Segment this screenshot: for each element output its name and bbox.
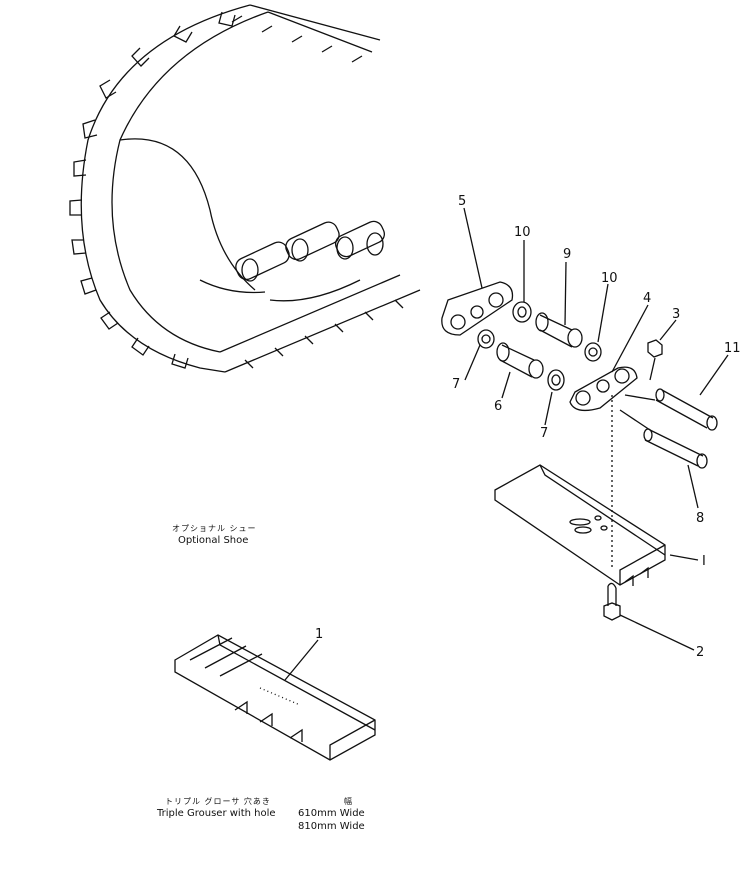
bushing-9: [535, 312, 583, 348]
shoe-plate-upper: [494, 464, 666, 586]
callout-10-left: 10: [514, 225, 531, 240]
seal-10-right: [584, 342, 602, 362]
bushing-6: [496, 342, 544, 379]
callout-6: 6: [494, 399, 503, 414]
optional-shoe-caption: Optional Shoe: [178, 535, 249, 546]
bolt-2: [603, 582, 621, 621]
track-assembly-illustration: [69, 4, 421, 373]
callout-4: 4: [643, 291, 652, 306]
triple-grouser-caption-jp: トリプル グローサ 穴あき: [165, 797, 271, 806]
triple-grouser-shoe: [174, 634, 376, 761]
callout-3: 3: [672, 307, 681, 322]
width-610-caption: 610mm Wide: [298, 808, 365, 819]
nut-3: [647, 339, 663, 358]
callout-7-left: 7: [452, 377, 461, 392]
callout-10-right: 10: [601, 271, 618, 286]
link-plate-4: [569, 366, 638, 412]
callout-2: 2: [696, 645, 705, 660]
callout-5: 5: [458, 194, 467, 209]
pin-11: [655, 388, 718, 431]
width-810-caption: 810mm Wide: [298, 821, 365, 832]
pin-8: [643, 428, 708, 469]
callout-9: 9: [563, 247, 572, 262]
leader-lines: [284, 207, 729, 681]
seal-7-left: [477, 329, 495, 349]
callout-7-right: 7: [540, 426, 549, 441]
callout-8: 8: [696, 511, 705, 526]
link-plate-5: [441, 281, 514, 336]
seal-10-left: [512, 301, 532, 323]
callout-11: 11: [724, 341, 741, 356]
seal-7-right: [547, 369, 565, 391]
width-caption-jp: 幅: [344, 797, 353, 806]
optional-shoe-caption-jp: オプショナル シュー: [172, 524, 257, 533]
triple-grouser-caption: Triple Grouser with hole: [157, 808, 276, 819]
callout-1: 1: [315, 627, 324, 642]
callout-I: I: [702, 554, 706, 569]
